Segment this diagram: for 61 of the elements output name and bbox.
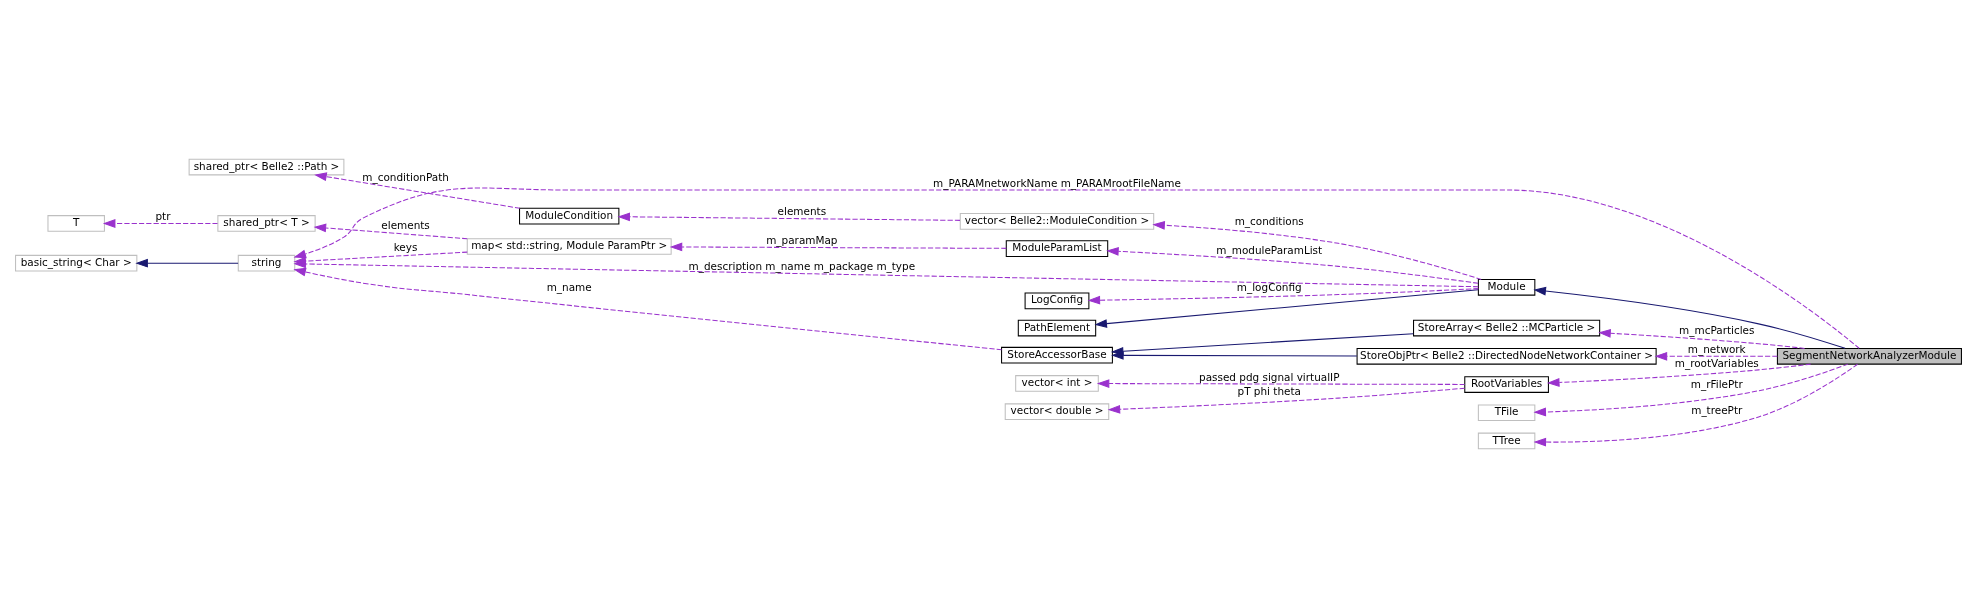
edge-label: ptr	[154, 210, 170, 223]
arrow	[1087, 288, 1479, 305]
edge-label: m_logConfig	[1236, 281, 1302, 294]
node-box: shared_ptr< Belle2 ::Path >	[188, 158, 344, 176]
node-box: PathElement	[1017, 319, 1096, 337]
edge-label: m_treePtr	[1690, 403, 1742, 416]
node-box: ModuleParamList	[1005, 240, 1108, 257]
node-box: StoreAccessorBase	[1000, 346, 1113, 364]
arrow	[1597, 328, 1805, 349]
node-box: ModuleCondition	[518, 207, 619, 225]
arrow	[1532, 363, 1849, 417]
arrow	[313, 172, 520, 209]
node-box: vector< Belle2::ModuleCondition >	[959, 213, 1154, 230]
arrow	[1096, 379, 1465, 388]
arrow	[1532, 286, 1846, 349]
node-box: vector< int >	[1014, 375, 1099, 392]
node-box: TTree	[1477, 432, 1535, 450]
edge-label: m_network	[1687, 343, 1746, 356]
edge-label: m_name	[546, 281, 592, 294]
node-box: StoreArray< Belle2 ::MCParticle >	[1412, 319, 1600, 337]
arrow	[1110, 351, 1357, 360]
edge-label: m_PARAMnetworkName m_PARAMrootFileName	[932, 176, 1181, 189]
node-box: map< std::string, Module ParamPtr >	[466, 238, 672, 255]
arrow	[1546, 363, 1811, 387]
arrow	[669, 242, 1007, 252]
node-box: StoreObjPtr< Belle2 ::DirectedNodeNetworkContainer >	[1356, 347, 1657, 365]
edge-label: passed pdg signal virtualIP	[1198, 371, 1339, 384]
node-box: vector< double >	[1004, 403, 1109, 421]
arrow	[292, 267, 1002, 351]
node-box: basic_string< Char >	[14, 254, 137, 272]
edge-label: m_mcParticles	[1678, 324, 1754, 337]
edge-label: m_rootVariables	[1674, 356, 1759, 369]
node-box: SegmentNetworkAnalyzerModule	[1776, 347, 1962, 365]
edge-label: m_conditions	[1234, 214, 1304, 227]
arrow	[313, 223, 468, 240]
edge-label: keys	[393, 240, 417, 253]
edge-label: pT phi theta	[1237, 384, 1301, 397]
node-box: TFile	[1477, 404, 1535, 422]
edge-label: m_description m_name m_package m_type	[688, 259, 915, 272]
edge-label: elements	[777, 205, 826, 218]
node-box: T	[46, 215, 105, 232]
arrow	[1151, 220, 1482, 280]
edge-label: elements	[380, 218, 430, 231]
edge-label: m_rFilePtr	[1690, 377, 1743, 390]
edge-label: m_conditionPath	[361, 170, 449, 183]
arrow	[292, 251, 468, 266]
arrow	[1533, 363, 1858, 447]
arrow	[1105, 246, 1479, 284]
node-box: LogConfig	[1024, 292, 1089, 310]
arrow	[1654, 351, 1778, 361]
edge-label: m_moduleParamList	[1215, 243, 1322, 256]
node-box: string	[237, 254, 295, 272]
arrow	[134, 258, 239, 268]
node-box: RootVariables	[1463, 376, 1549, 393]
node-box: shared_ptr< T >	[216, 215, 316, 232]
edge-label: m_paramMap	[765, 234, 838, 247]
arrow	[102, 219, 218, 228]
arrow	[1107, 387, 1465, 414]
node-box: Module	[1477, 278, 1535, 296]
arrow	[1093, 289, 1479, 328]
arrow	[616, 212, 960, 222]
